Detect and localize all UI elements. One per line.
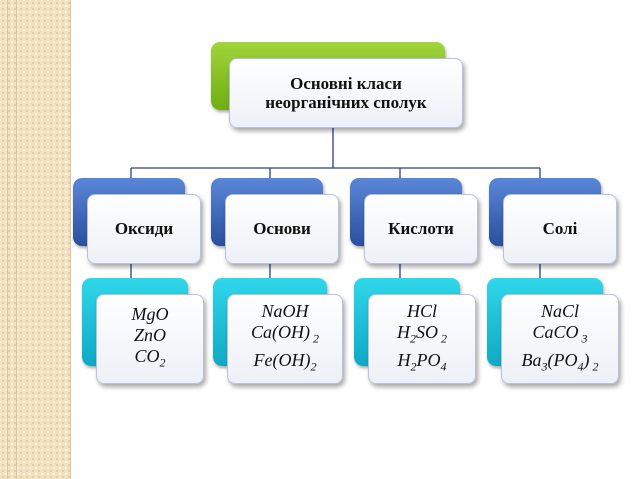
formula-node-salts: NaCl CaCO 3 Ba3(PO4) 2 (487, 278, 619, 384)
root-title-line1: Основні класи (290, 74, 402, 93)
formula: NaOH (261, 300, 309, 321)
category-label-salts: Солі (542, 219, 578, 238)
category-node-bases: Основи (211, 178, 339, 264)
formula-node-box: HCl H2SO 2 H2PO4 (368, 294, 476, 384)
formula: HCl (406, 300, 437, 321)
formula-node-acids: HCl H2SO 2 H2PO4 (354, 278, 476, 384)
strip-line (7, 0, 8, 479)
formula-node-box: NaCl CaCO 3 Ba3(PO4) 2 (501, 294, 619, 384)
category-label-oxides: Оксиди (114, 219, 174, 238)
formula-list-salts: NaCl CaCO 3 Ba3(PO4) 2 (522, 301, 599, 377)
root-title-line2: неорганічних сполук (265, 93, 427, 112)
category-label-bases: Основи (253, 219, 311, 238)
formula: Fe(OH)2 (253, 349, 317, 374)
formula-list-bases: NaOH Ca(OH) 2 Fe(OH)2 (251, 301, 319, 377)
root-node-title: Основні класи неорганічних сполук (265, 74, 426, 112)
formula: NaCl (540, 300, 579, 321)
formula-node-box: MgO ZnO CO2 (96, 294, 204, 384)
root-node: Основні класи неорганічних сполук (211, 42, 463, 130)
category-node-box: Основи (225, 194, 339, 264)
formula: H2PO4 (397, 349, 447, 374)
formula-node-bases: NaOH Ca(OH) 2 Fe(OH)2 (213, 278, 343, 384)
category-node-box: Кислоти (364, 194, 478, 264)
formula: CO2 (134, 346, 166, 370)
formula-list-acids: HCl H2SO 2 H2PO4 (397, 301, 447, 377)
category-node-salts: Солі (489, 178, 617, 264)
formula: H2SO 2 (397, 321, 447, 346)
decorative-side-strip (0, 0, 71, 479)
category-node-box: Оксиди (87, 194, 201, 264)
formula: MgO (131, 304, 169, 325)
formula: ZnO (133, 325, 166, 346)
strip-line (16, 0, 17, 479)
formula-list-oxides: MgO ZnO CO2 (132, 304, 169, 374)
category-node-oxides: Оксиди (73, 178, 201, 264)
formula-node-oxides: MgO ZnO CO2 (82, 278, 204, 384)
formula-node-box: NaOH Ca(OH) 2 Fe(OH)2 (227, 294, 343, 384)
formula: Ba3(PO4) 2 (521, 349, 599, 374)
formula: CaCO 3 (532, 321, 588, 346)
category-label-acids: Кислоти (388, 219, 454, 238)
category-node-acids: Кислоти (350, 178, 478, 264)
formula: Ca(OH) 2 (251, 321, 319, 346)
category-node-box: Солі (503, 194, 617, 264)
root-node-box: Основні класи неорганічних сполук (229, 58, 463, 128)
